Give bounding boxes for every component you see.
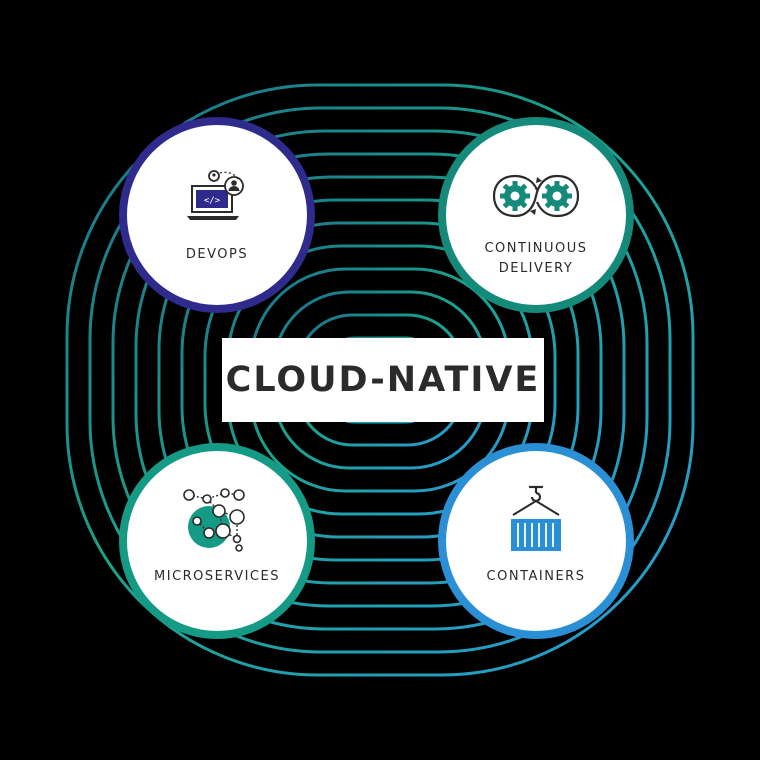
node-devops: </> DEVOPS — [119, 117, 315, 313]
center-title: CLOUD-NATIVE — [222, 338, 544, 422]
ring — [134, 152, 626, 608]
ring — [88, 106, 672, 654]
node-containers: CONTAINERS — [438, 443, 634, 639]
ring — [180, 198, 580, 562]
network-nodes-icon — [179, 485, 255, 557]
node-continuous-delivery: CONTINUOUS DELIVERY — [438, 117, 634, 313]
node-label: CONTAINERS — [486, 569, 586, 584]
ring — [157, 175, 603, 585]
laptop-code-users-icon: </> — [184, 169, 250, 227]
node-label: CONTINUOUS DELIVERY — [484, 241, 588, 276]
node-microservices: MICROSERVICES — [119, 443, 315, 639]
shipping-container-crane-icon — [501, 485, 571, 557]
ring — [111, 129, 649, 631]
node-label: MICROSERVICES — [154, 569, 280, 584]
ring — [65, 83, 695, 677]
node-label: DEVOPS — [185, 247, 249, 262]
svg-text:</>: </> — [204, 196, 221, 206]
ring — [203, 221, 557, 539]
gears-infinity-icon — [490, 167, 582, 225]
